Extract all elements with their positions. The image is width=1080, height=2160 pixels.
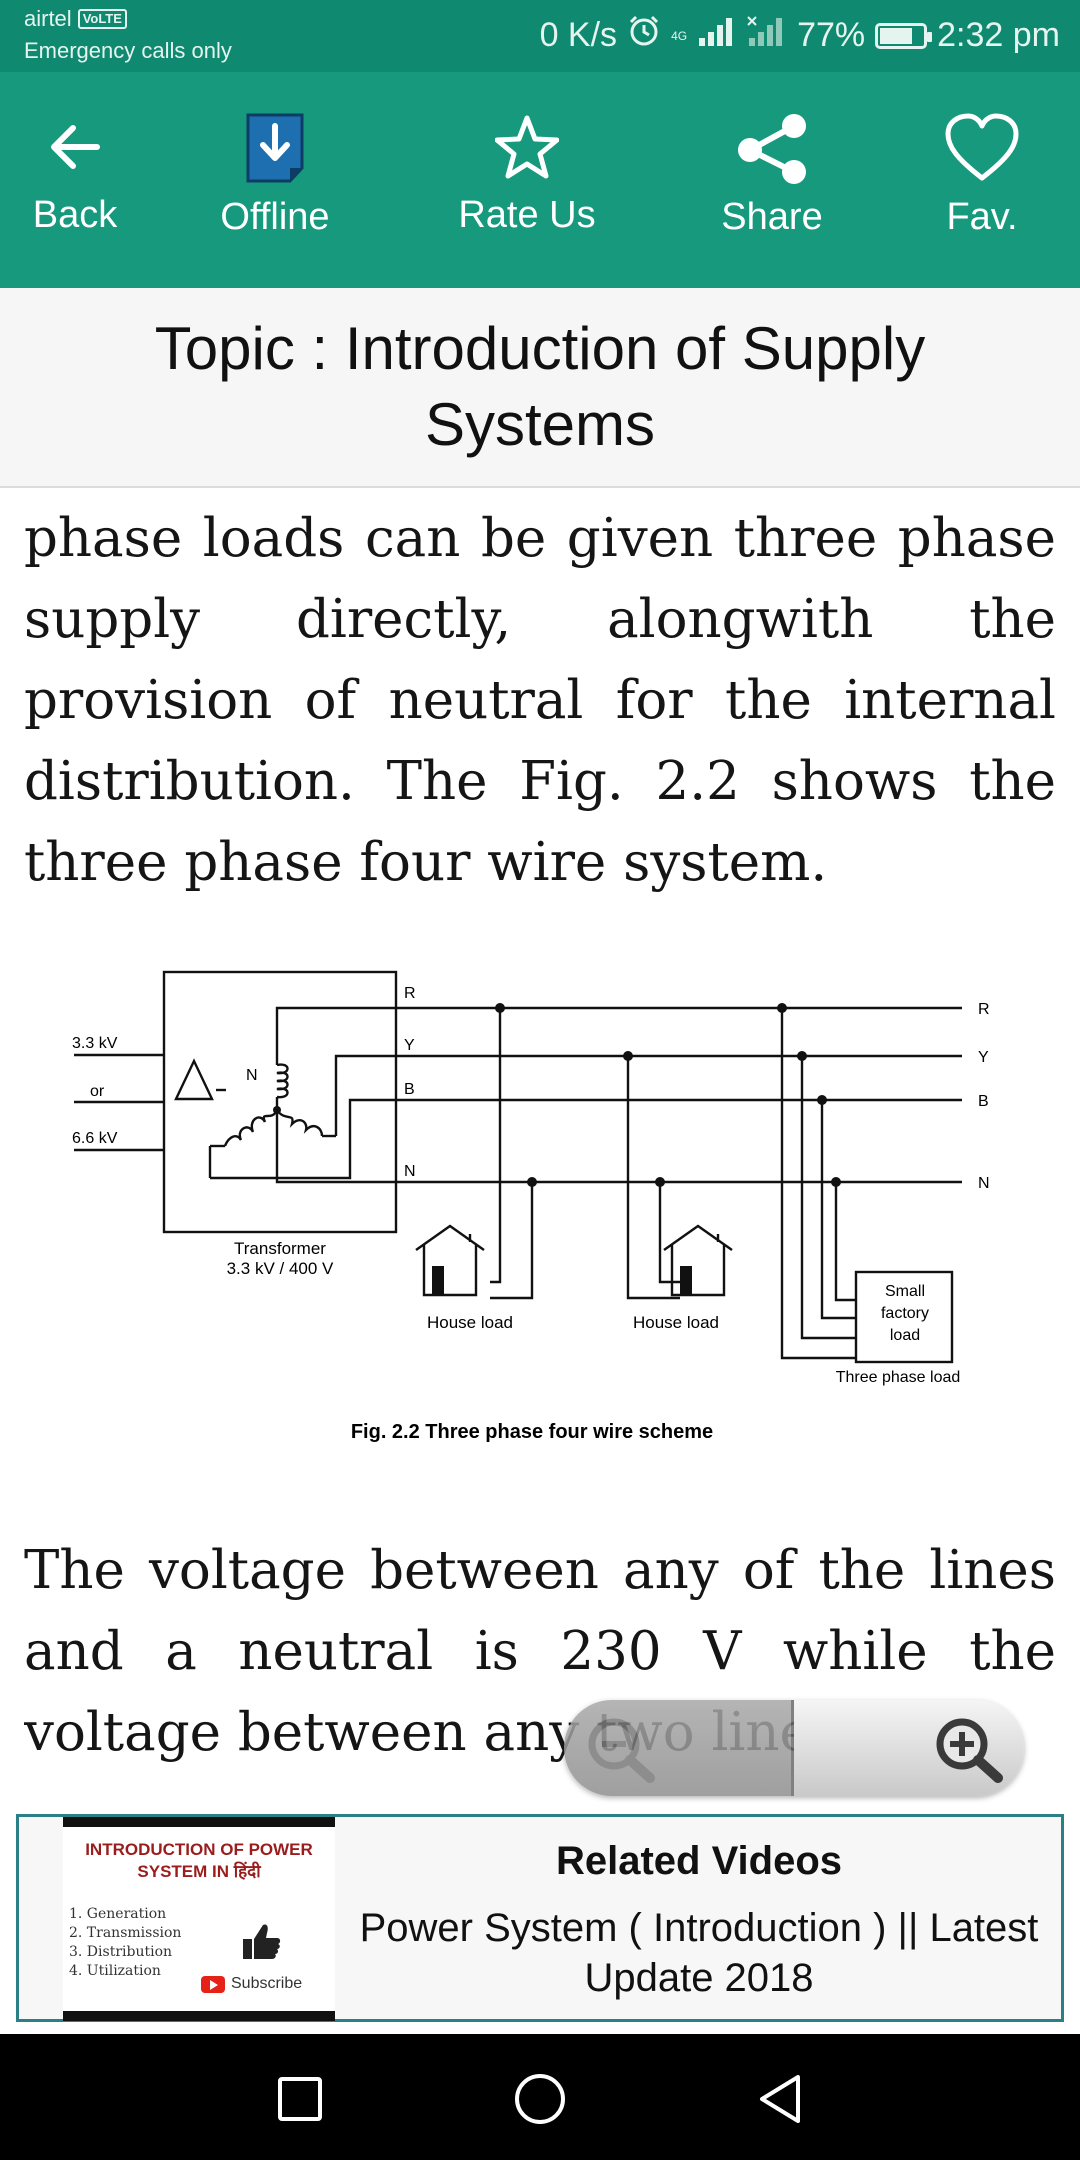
- line-y-left: Y: [404, 1037, 415, 1054]
- status-bar: airtel VoLTE Emergency calls only 0 K/s …: [0, 0, 1080, 72]
- alarm-icon: [627, 14, 661, 57]
- house-load-1-label: House load: [427, 1313, 513, 1332]
- neutral-point-label: N: [246, 1067, 258, 1084]
- recents-square-icon[interactable]: [275, 2074, 325, 2124]
- offline-download-icon: [246, 113, 304, 183]
- app-toolbar: Back Offline Rate Us Share Fav.: [0, 72, 1080, 288]
- subscribe-label: Subscribe: [231, 1975, 303, 1992]
- line-n-right: N: [978, 1175, 990, 1192]
- back-label: Back: [32, 194, 118, 236]
- line-r-right: R: [978, 1001, 990, 1018]
- rate-us-label: Rate Us: [458, 194, 596, 236]
- battery-percent: 77%: [797, 16, 866, 54]
- content-paragraph: phase loads can be given three phase sup…: [24, 508, 1056, 893]
- signal-no-service-icon: [747, 16, 787, 55]
- thumbnail-item: 4. Utilization: [69, 1963, 161, 1979]
- emergency-calls-text: Emergency calls only: [24, 38, 232, 63]
- volte-badge: VoLTE: [77, 9, 127, 29]
- topic-header: Topic : Introduction of Supply Systems: [0, 288, 1080, 488]
- related-video-title[interactable]: Power System ( Introduction ) || Latest …: [359, 1906, 1039, 2000]
- delta-symbol: Δ: [188, 1080, 197, 1096]
- heart-icon: [945, 113, 1019, 181]
- share-button[interactable]: Share: [682, 112, 862, 239]
- system-navigation-bar: [0, 2034, 1080, 2160]
- topic-title: Topic : Introduction of Supply Systems: [154, 315, 926, 458]
- battery-icon: [875, 22, 933, 49]
- thumbnail-item: 2. Transmission: [69, 1925, 182, 1941]
- thumbs-up-icon: [243, 1924, 281, 1959]
- thumbnail-title-line1: INTRODUCTION OF POWER: [85, 1840, 313, 1859]
- input-or: or: [90, 1083, 105, 1100]
- network-type: 4G: [671, 28, 688, 43]
- thumbnail-item: 3. Distribution: [69, 1944, 173, 1960]
- factory-label-3: load: [890, 1327, 920, 1344]
- signal-icon: [697, 16, 737, 55]
- share-icon: [738, 114, 806, 184]
- three-phase-load-label: Three phase load: [836, 1369, 961, 1386]
- back-triangle-icon[interactable]: [756, 2072, 806, 2126]
- thumbnail-title-line2: SYSTEM IN हिंदी: [137, 1862, 261, 1881]
- transformer-rating: 3.3 kV / 400 V: [227, 1259, 334, 1278]
- house-door: [680, 1266, 692, 1295]
- back-arrow-icon: [51, 125, 100, 169]
- line-b-right: B: [978, 1093, 989, 1110]
- zoom-control: [564, 1700, 1024, 1796]
- related-videos-card[interactable]: INTRODUCTION OF POWER SYSTEM IN हिंदी 1.…: [16, 1814, 1064, 2022]
- figure-caption: Fig. 2.2 Three phase four wire scheme: [351, 1421, 713, 1443]
- zoom-in-button[interactable]: [794, 1700, 1024, 1796]
- rate-us-button[interactable]: Rate Us: [437, 112, 617, 237]
- line-b-left: B: [404, 1081, 415, 1098]
- transformer-box: [162, 970, 398, 1234]
- line-y-right: Y: [978, 1049, 989, 1066]
- star-icon: [495, 115, 559, 179]
- video-thumbnail[interactable]: INTRODUCTION OF POWER SYSTEM IN हिंदी 1.…: [63, 1817, 335, 2021]
- youtube-icon: [201, 1975, 225, 1993]
- network-speed: 0 K/s: [539, 16, 618, 54]
- input-voltage-1: 3.3 kV: [72, 1035, 118, 1052]
- factory-label-1: Small: [885, 1283, 925, 1300]
- house-load-2-label: House load: [633, 1313, 719, 1332]
- thumbnail-item: 1. Generation: [69, 1906, 167, 1922]
- zoom-out-icon: [588, 1718, 655, 1783]
- offline-label: Offline: [220, 196, 330, 238]
- share-label: Share: [721, 196, 823, 238]
- favorite-label: Fav.: [946, 196, 1018, 238]
- circuit-diagram: 3.3 kV or 6.6 kV Δ N R Y B N R Y B N Tra…: [60, 950, 1020, 1450]
- zoom-in-icon: [936, 1718, 1003, 1783]
- related-videos-heading: Related Videos: [555, 1839, 843, 1883]
- offline-button[interactable]: Offline: [185, 112, 365, 239]
- zoom-out-button[interactable]: [564, 1700, 794, 1796]
- line-n-left: N: [404, 1163, 416, 1180]
- input-voltage-2: 6.6 kV: [72, 1130, 118, 1147]
- carrier-name: airtel: [24, 6, 72, 31]
- factory-label-2: factory: [881, 1305, 929, 1322]
- favorite-button[interactable]: Fav.: [892, 112, 1072, 239]
- line-r-left: R: [404, 985, 416, 1002]
- house-door: [432, 1266, 444, 1295]
- back-button[interactable]: Back: [0, 112, 165, 237]
- home-circle-icon[interactable]: [513, 2072, 567, 2126]
- transformer-label: Transformer: [234, 1239, 326, 1258]
- clock: 2:32 pm: [937, 16, 1060, 54]
- battery-level-fill: [880, 27, 913, 44]
